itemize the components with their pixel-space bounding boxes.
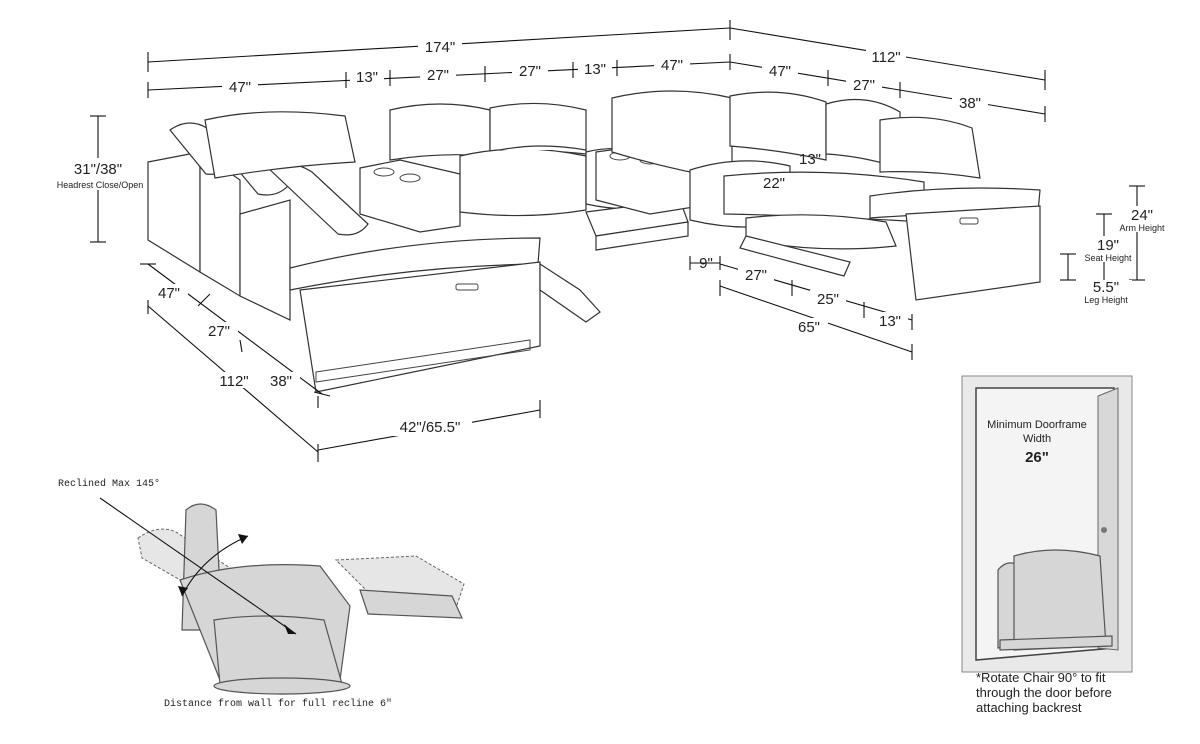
inner-13: 13" (799, 151, 821, 168)
door-width-value: 26" (1025, 449, 1049, 466)
chair-seg-27: 27" (745, 267, 767, 284)
doorframe-illustration: Minimum Doorframe Width 26" *Rotate Chai… (961, 375, 1133, 715)
recline-max-label: Reclined Max 145° (58, 478, 160, 490)
seg-13-b: 13" (584, 61, 606, 78)
inner-22: 22" (763, 175, 785, 192)
left-dimensions: 47" 27" 38" 112" 42"/65.5" (140, 263, 541, 462)
recline-illustration: Reclined Max 145° Distance from wall for… (58, 478, 465, 710)
chair-seg-9: 9" (699, 255, 713, 272)
door-note-line3: attaching backrest (976, 700, 1082, 715)
seg-right-27: 27" (853, 77, 875, 94)
left-total-112: 112" (219, 373, 248, 390)
left-seg-47: 47" (158, 285, 180, 302)
seat-height-value: 19" (1097, 237, 1119, 254)
door-note-line1: *Rotate Chair 90° to fit (976, 670, 1106, 685)
left-seg-38: 38" (270, 373, 292, 390)
seg-right-38: 38" (959, 95, 981, 112)
chair-seg-25: 25" (817, 291, 839, 308)
left-seg-27: 27" (208, 323, 230, 340)
recline-depth: 42"/65.5" (400, 419, 461, 436)
seat-height-label: Seat Height (1084, 253, 1132, 263)
headrest-dimension: 31"/38" Headrest Close/Open (57, 115, 144, 243)
chair-total-65: 65" (798, 319, 820, 336)
top-dimensions: 174" 112" 47" 13" 27" 27" 13" 47" 47" (147, 20, 1046, 122)
chair-seg-13: 13" (879, 313, 901, 330)
sectional-sofa-drawing: 13" 22" (147, 90, 1041, 393)
total-width-label: 174" (425, 39, 455, 56)
wall-distance-label: Distance from wall for full recline 6" (164, 698, 392, 710)
seg-27-a: 27" (427, 67, 449, 84)
seg-47-left: 47" (229, 79, 251, 96)
headrest-label: Headrest Close/Open (57, 180, 144, 190)
headrest-value: 31"/38" (74, 161, 122, 178)
total-depth-label: 112" (871, 49, 900, 66)
seg-right-47: 47" (769, 63, 791, 80)
door-note-line2: through the door before (976, 685, 1112, 700)
arm-height-value: 24" (1131, 207, 1153, 224)
leg-height-value: 5.5" (1093, 279, 1119, 296)
leg-height-label: Leg Height (1084, 295, 1128, 305)
arm-height-label: Arm Height (1119, 223, 1165, 233)
seg-13-a: 13" (356, 69, 378, 86)
seg-47-mid: 47" (661, 57, 683, 74)
door-title-line2: Width (1023, 433, 1051, 445)
door-title-line1: Minimum Doorframe (987, 419, 1087, 431)
chair-dimensions: 9" 27" 25" 13" 65" 24" Arm Height 19" Se… (689, 185, 1165, 360)
seg-27-b: 27" (519, 63, 541, 80)
